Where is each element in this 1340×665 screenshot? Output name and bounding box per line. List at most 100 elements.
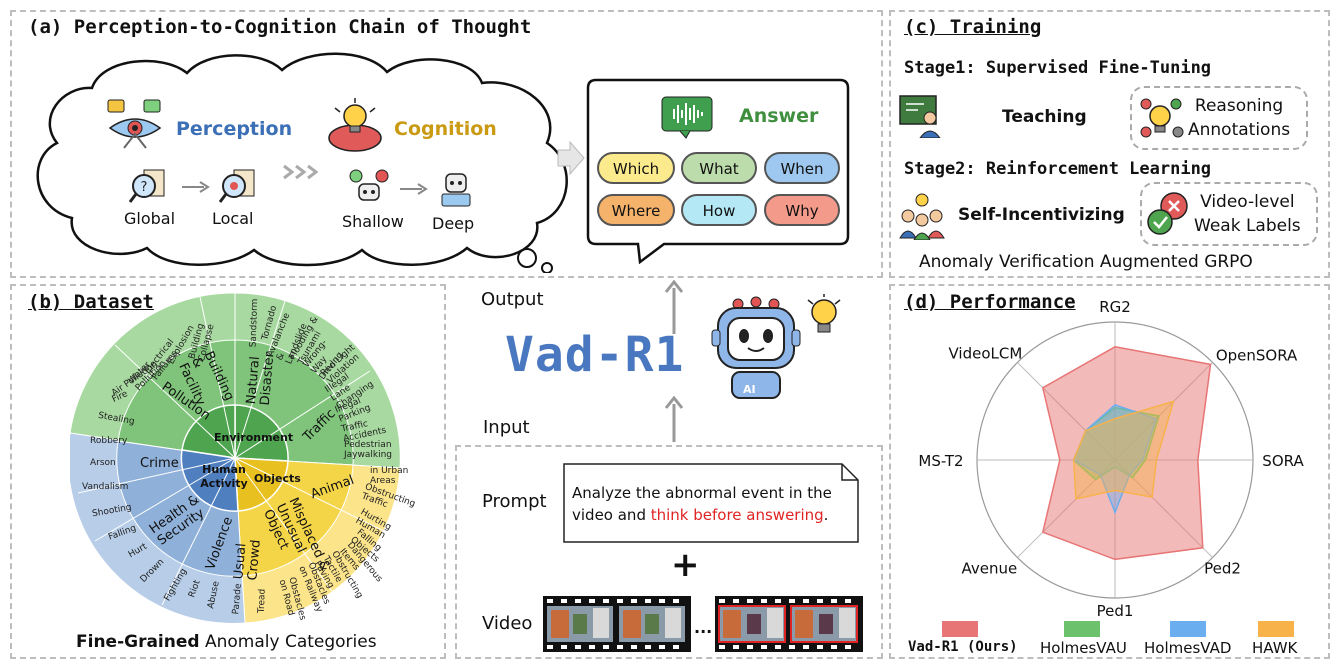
global-label: Global: [124, 209, 176, 228]
question-where: Where: [597, 194, 675, 226]
arrow-right-icon-2: [400, 183, 428, 195]
deep-label: Deep: [432, 214, 475, 233]
local-label: Local: [212, 209, 254, 228]
legend-label-vad: Vad-R1 (Ours): [908, 639, 1018, 655]
magnifier-local-icon: [218, 169, 255, 203]
radar-chart: RG2OpenSORASORAPed2Ped1AvenueMS-T2VideoL…: [918, 298, 1304, 620]
panel-training: [889, 10, 1330, 278]
prompt-label: Prompt: [482, 491, 547, 512]
caption-rest: Anomaly Categories: [199, 632, 377, 652]
arrow-up-input-icon: [664, 396, 684, 442]
grpo-label: Anomaly Verification Augmented GRPO: [919, 252, 1253, 272]
chevrons-icon: [283, 164, 319, 180]
eye-icon: [107, 99, 162, 149]
shallow-label: Shallow: [342, 212, 404, 231]
legend-label-hawk: HAWK: [1252, 639, 1298, 657]
legend-swatch-vad: [942, 621, 978, 637]
model-title: Vad-R1: [505, 327, 685, 383]
sunburst-chart: [70, 293, 400, 623]
legend-swatch-hawk: [1258, 621, 1294, 637]
audio-wave-icon: [661, 96, 713, 139]
outer-hurt: Hurt: [126, 541, 149, 561]
panel-dataset: [10, 284, 446, 659]
prompt-text: Analyze the abnormal event in the video …: [572, 482, 852, 526]
question-which: Which: [597, 152, 675, 184]
outer-labels-env: Sandstorm Tornado Avalanche & Landslide …: [110, 298, 392, 468]
outer-stealing: Stealing: [97, 410, 136, 428]
weak-labels-box: [1140, 182, 1318, 246]
outer-robbery: Robbery: [90, 436, 128, 446]
robot-deep-icon: [441, 173, 471, 207]
answer-label: Answer: [739, 105, 819, 127]
outer-abuse: Abuse: [206, 580, 222, 610]
teacher-icon: [899, 95, 941, 138]
outer-building-collapse: Building Collapse: [187, 322, 217, 363]
robot-badge: AI: [743, 383, 756, 396]
panel-b-title: (b) Dataset: [28, 291, 154, 313]
outer-fighting: Fighting: [162, 566, 190, 604]
film-left: [543, 596, 691, 652]
dataset-caption: Fine-Grained Anomaly Categories: [76, 632, 377, 652]
caption-bold: Fine-Grained: [76, 632, 200, 652]
panel-d-title: (d) Performance: [904, 291, 1076, 313]
radar-axis-label-2: SORA: [1262, 452, 1304, 470]
film-right: [715, 596, 863, 652]
arrow-up-output-icon: [664, 280, 684, 334]
panel-c-title: (c) Training: [904, 16, 1042, 38]
radar-axis-label-7: VideoLCM: [949, 344, 1023, 362]
plus-sign: +: [671, 545, 700, 585]
lightbulb-icon: [807, 294, 841, 333]
perception-label: Perception: [176, 118, 293, 140]
question-why: Why: [764, 194, 840, 226]
outer-tread: Tread: [256, 588, 268, 614]
reasoning-box: [1130, 86, 1308, 150]
center-environment: Environment: [214, 431, 294, 444]
outer-riot: Riot: [187, 578, 203, 600]
radar-series-3: [1072, 400, 1175, 500]
input-box: [455, 445, 883, 659]
radar-series-0: [1041, 346, 1212, 561]
question-what: What: [681, 152, 757, 184]
panel-perception-cognition: [10, 10, 883, 278]
stage1-label: Stage1: Supervised Fine-Tuning: [904, 58, 1212, 78]
outer-labels-human: Stealing Robbery Arson Vandalism Shootin…: [80, 400, 280, 620]
panel-a-title: (a) Perception-to-Cognition Chain of Tho…: [28, 16, 532, 38]
reasoning-text: Reasoning Annotations: [1188, 94, 1290, 142]
arrow-right-icon: [182, 181, 210, 193]
thought-cloud: [36, 52, 568, 273]
input-label: Input: [483, 417, 530, 438]
video-label: Video: [482, 613, 533, 634]
radar-axis-label-6: MS-T2: [918, 452, 963, 470]
check-x-bubble-icon: [1147, 192, 1188, 235]
legend-label-holmesvau: HolmesVAU: [1040, 639, 1127, 657]
center-human: Human Activity: [200, 463, 248, 490]
outer-falling: Falling: [107, 523, 138, 543]
radar-axis-label-5: Avenue: [962, 560, 1018, 578]
prompt-line1: Analyze the abnormal event in the: [572, 484, 832, 502]
mid-crime: Crime: [140, 456, 179, 471]
outer-drown: Drown: [138, 557, 167, 585]
brain-bulb-icon: [328, 98, 382, 152]
legend: Vad-R1 (Ours) HolmesVAU HolmesVAD HAWK: [906, 621, 1326, 657]
video-ellipsis: ...: [694, 618, 713, 637]
legend-swatch-holmesvau: [1064, 621, 1100, 637]
outer-pedestrian: Pedestrian Jaywalking: [344, 440, 393, 460]
outer-vandalism: Vandalism: [82, 482, 129, 492]
weak-line1: Video-level: [1200, 192, 1295, 212]
cognition-label: Cognition: [394, 118, 497, 140]
video-filmstrip: [543, 596, 863, 652]
output-label: Output: [481, 289, 544, 310]
panel-performance: [889, 284, 1330, 659]
teaching-label: Teaching: [1002, 107, 1087, 127]
radar-axis-label-1: OpenSORA: [1216, 346, 1298, 364]
radar-axis-label-0: RG2: [1099, 298, 1131, 316]
stage2-label: Stage2: Reinforcement Learning: [904, 159, 1212, 179]
outer-urban: in Urban Areas: [370, 466, 409, 486]
magnifier-global-icon: ?: [128, 169, 165, 203]
outer-parade: Parade: [231, 583, 244, 615]
robot-shallow-icon: [349, 169, 389, 201]
outer-shooting: Shooting: [91, 502, 133, 520]
weak-line2: Weak Labels: [1194, 216, 1301, 236]
outer-labels-objects: in Urban Areas Obstructing Traffic Hurti…: [270, 462, 420, 622]
legend-swatch-holmesvad: [1170, 621, 1206, 637]
